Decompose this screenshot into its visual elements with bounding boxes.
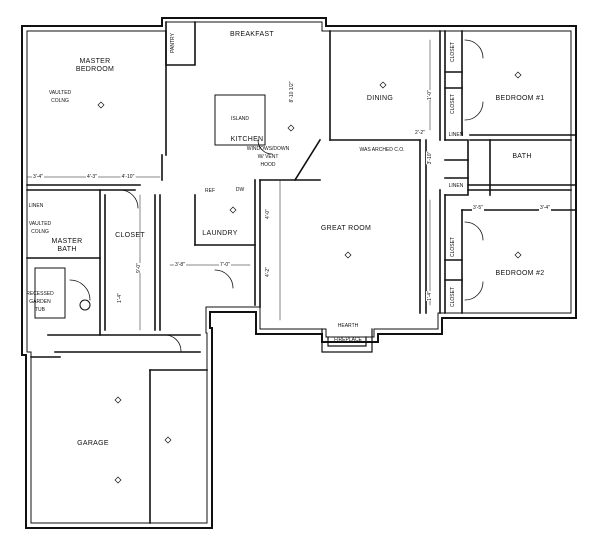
room-label-bedroom-1: BEDROOM #1 <box>495 95 545 102</box>
dimension-label: 2'-2" <box>414 130 426 136</box>
room-label-bath: BATH <box>512 153 532 160</box>
light-fixture-marks <box>97 71 522 484</box>
label-ref: REF <box>205 188 215 194</box>
room-label-closet: CLOSET <box>115 232 145 239</box>
room-label-closet-b2a: CLOSET <box>450 236 456 258</box>
dimension-label: 7'-0" <box>219 262 231 268</box>
door-swings <box>69 39 484 352</box>
fireplace-outline <box>321 328 373 353</box>
garden-tub-shape <box>34 267 66 319</box>
dimension-label: 3'-8" <box>174 262 186 268</box>
dimension-label: 3'-10" <box>426 151 434 165</box>
dimension-label: 1'-0" <box>426 90 434 100</box>
room-label-bedroom-2: BEDROOM #2 <box>495 270 545 277</box>
room-label-linen-3: LINEN <box>28 203 44 209</box>
label-island: ISLAND <box>230 116 250 122</box>
room-label-linen-2: LINEN <box>448 183 464 189</box>
note-arched-opening: WAS ARCHED C.O. <box>359 147 405 153</box>
room-label-kitchen: KITCHEN <box>230 136 264 143</box>
note-vaulted-ceiling-2: VAULTED COLNG <box>28 221 52 235</box>
room-label-great-room: GREAT ROOM <box>320 225 372 232</box>
note-window-hood: WINDOWS/DOWN W/ VENT HOOD <box>246 146 290 168</box>
room-label-closet-b1b: CLOSET <box>450 93 456 115</box>
dimension-label: 4'-2" <box>264 267 272 277</box>
note-vaulted-ceiling-1: VAULTED COLNG <box>48 90 72 104</box>
room-label-closet-b1a: CLOSET <box>450 41 456 63</box>
dimension-label: 1'-4" <box>426 291 434 301</box>
dimension-label: 4'-0" <box>264 209 272 219</box>
dimension-label: 4'-3" <box>86 174 98 180</box>
room-label-master-bath: MASTER BATH <box>51 238 83 253</box>
toilet-shape <box>79 299 91 311</box>
interior-walls <box>26 21 577 524</box>
dimension-label: 3'-5" <box>472 205 484 211</box>
dimension-label: 3'-4" <box>32 174 44 180</box>
label-hearth: HEARTH <box>337 323 359 329</box>
room-label-laundry: LAUNDRY <box>202 230 238 237</box>
dimension-label: 9'-0" <box>135 263 143 273</box>
dimension-label: 1'-4" <box>116 293 124 303</box>
room-label-dining: DINING <box>366 95 394 102</box>
room-label-linen-1: LINEN <box>448 132 464 138</box>
room-label-pantry: PANTRY <box>170 33 176 53</box>
room-label-closet-b2b: CLOSET <box>450 286 456 308</box>
room-label-master-bedroom: MASTER BEDROOM <box>75 58 115 73</box>
kitchen-island-shape <box>214 94 266 146</box>
dimension-label: 3'-4" <box>539 205 551 211</box>
label-dw: DW <box>235 187 245 193</box>
dimension-label: 4'-10" <box>120 174 136 180</box>
dimension-label: 8'-10 1/2" <box>288 81 296 103</box>
room-label-garage: GARAGE <box>77 440 109 447</box>
label-fireplace: FIREPLACE <box>334 337 362 343</box>
label-recessed-tub: RECESSED GARDEN TUB <box>26 291 54 313</box>
room-label-breakfast: BREAKFAST <box>230 31 274 38</box>
